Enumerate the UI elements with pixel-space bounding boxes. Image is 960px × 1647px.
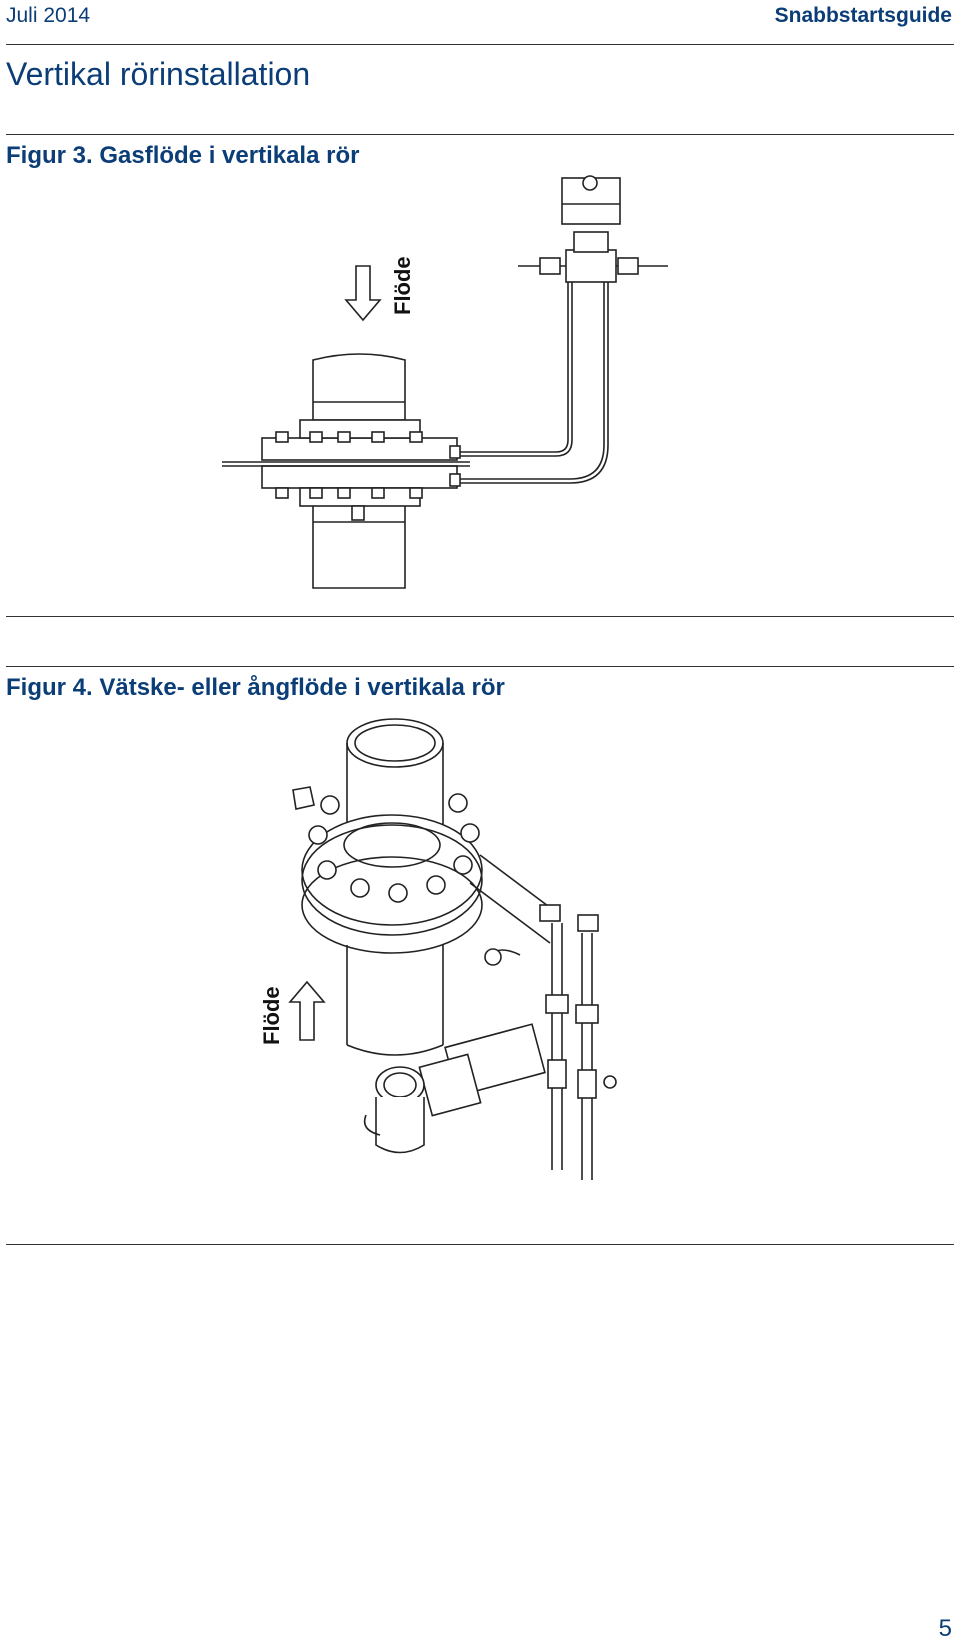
upper-pipe	[312, 353, 406, 421]
section-title: Vertikal rörinstallation	[6, 56, 311, 92]
impulse-piping	[469, 854, 599, 1180]
flow-arrow-up-icon	[288, 980, 326, 1041]
lower-pipe	[312, 506, 406, 589]
flange-assembly	[222, 419, 470, 521]
transmitter	[518, 175, 668, 283]
figure-4-bottom-rule	[6, 1244, 954, 1245]
figure-4-drawing: Flöde	[259, 718, 617, 1180]
figure-3-drawing: Flöde	[222, 175, 668, 589]
figure-4-flow-label: Flöde	[259, 986, 284, 1045]
page-number: 5	[938, 1615, 952, 1642]
upper-pipe	[346, 718, 444, 853]
impulse-tubes	[460, 282, 609, 484]
header-date: Juli 2014	[6, 4, 91, 27]
lower-pipe	[346, 945, 444, 1056]
header-guide-title: Snabbstartsguide	[774, 4, 952, 27]
figure-3-top-rule	[6, 134, 954, 135]
flange-assembly	[292, 786, 483, 954]
figure-3-bottom-rule	[6, 616, 954, 617]
figure-3-flow-label: Flöde	[390, 256, 415, 315]
flow-arrow-down-icon	[344, 265, 382, 322]
header-rule	[6, 44, 954, 45]
figure-4-top-rule	[6, 666, 954, 667]
figure-4-caption: Figur 4. Vätske- eller ångflöde i vertik…	[6, 674, 505, 701]
figure-3-caption: Figur 3. Gasflöde i vertikala rör	[6, 142, 360, 169]
transmitter	[363, 1023, 617, 1154]
